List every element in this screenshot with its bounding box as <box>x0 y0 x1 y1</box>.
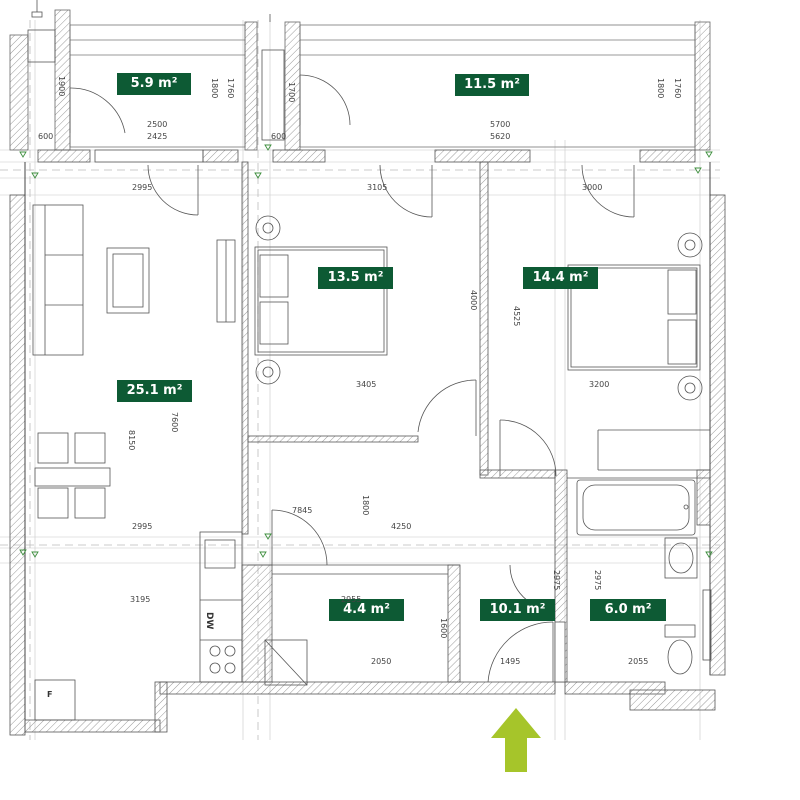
dimension-label: 5700 <box>490 120 511 129</box>
dimension-label: 600 <box>38 132 54 141</box>
dimension-label: 1600 <box>439 618 448 639</box>
room-area-bedroom-1: 13.5 m² <box>318 267 393 289</box>
room-area-living-room: 25.1 m² <box>117 380 192 402</box>
dishwasher-label: DW <box>204 612 214 630</box>
utility-niches <box>27 29 285 141</box>
dimension-label: 8150 <box>127 430 136 451</box>
fridge-label: F <box>47 690 53 699</box>
dimension-label: 3105 <box>367 183 388 192</box>
dimension-label: 2995 <box>132 522 153 531</box>
dimension-label: 2425 <box>147 132 168 141</box>
dimension-label: 2975 <box>552 570 561 591</box>
dimension-label: 2500 <box>147 120 168 129</box>
room-area-terrace-right: 11.5 m² <box>455 74 529 96</box>
dimension-label: 1800 <box>361 495 370 516</box>
dimension-label: 3200 <box>589 380 610 389</box>
dimension-label: 5620 <box>490 132 511 141</box>
dimension-label: 1800 <box>656 78 665 99</box>
dimension-label: 3405 <box>356 380 377 389</box>
dimension-label: 3195 <box>130 595 151 604</box>
dimension-label: 2050 <box>371 657 392 666</box>
dimension-label: 2955 <box>341 595 362 604</box>
utility-ticks <box>31 0 271 22</box>
room-area-storage: 4.4 m² <box>329 599 404 621</box>
dimension-label: 4000 <box>469 290 478 311</box>
exterior-outline <box>24 162 711 720</box>
dimension-label: 3000 <box>582 183 603 192</box>
dimension-label: 1900 <box>57 76 66 97</box>
room-area-bathroom: 6.0 m² <box>590 599 666 621</box>
exterior-walls <box>9 149 726 736</box>
dimension-label: 1495 <box>500 657 521 666</box>
living-furniture <box>32 204 243 721</box>
doors <box>69 74 635 683</box>
dimension-label: 2975 <box>593 570 602 591</box>
dimension-label: 1760 <box>673 78 682 99</box>
dimension-label: 4525 <box>512 306 521 327</box>
dimension-label: 1700 <box>287 82 296 103</box>
dimension-label: 600 <box>271 132 287 141</box>
dimension-label: 2055 <box>628 657 649 666</box>
interior-lines <box>248 429 710 683</box>
dimension-label: 2995 <box>132 183 153 192</box>
storage-fixtures <box>264 639 308 686</box>
room-area-bedroom-2: 14.4 m² <box>523 267 598 289</box>
dimension-label: 1760 <box>226 78 235 99</box>
fixture-markers <box>19 144 713 558</box>
dimension-label: 7845 <box>292 506 313 515</box>
bedroom-2-furniture <box>567 232 703 401</box>
terrace-walls <box>9 9 711 151</box>
room-area-terrace-left: 5.9 m² <box>117 73 191 95</box>
bedroom-1-furniture <box>254 215 388 385</box>
bathroom-fixtures <box>576 479 712 675</box>
dimension-label: 7600 <box>170 412 179 433</box>
dimension-label: 4250 <box>391 522 412 531</box>
dimension-label: 1800 <box>210 78 219 99</box>
entry-arrow <box>491 708 541 772</box>
room-area-hallway: 10.1 m² <box>480 599 555 621</box>
